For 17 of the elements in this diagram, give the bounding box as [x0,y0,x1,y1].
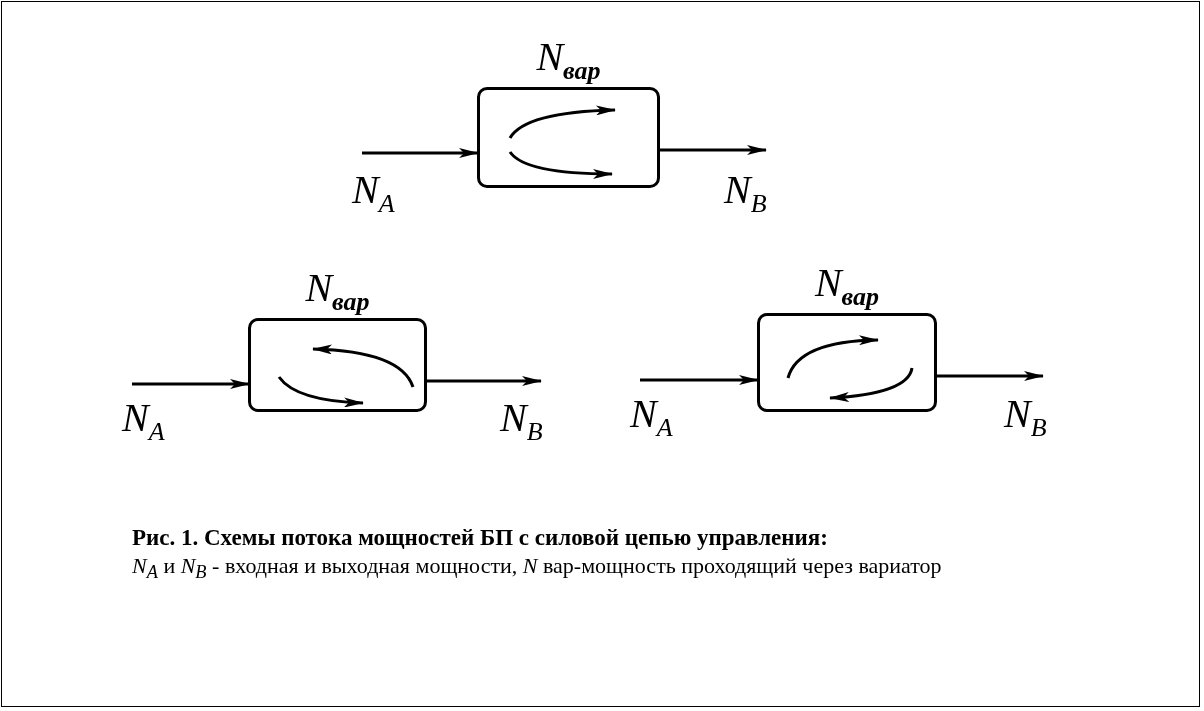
edge-label: N$_{A}$ [630,392,673,444]
arrow [362,148,479,158]
arrow [426,376,542,386]
caption-note: N$_{A}$ и N$_{B}$ - входная и выходная мощности, N вар-мощность проходящий через вариатор [132,552,943,585]
arrow [659,145,767,155]
edge-label: N$_{A}$ [352,168,395,220]
edge-label: N$_{B}$ [1004,392,1047,444]
arrow [936,371,1044,381]
edge-label: N$_{B}$ [724,168,767,220]
power-label: N$_{вар}$ [304,264,371,313]
arrow [132,379,250,389]
power-label: N$_{вар}$ [535,33,602,82]
power-label: N$_{вар}$ [813,259,881,308]
edge-label: N$_{B}$ [500,396,543,448]
arrow [640,375,759,385]
edge-label: N$_{A}$ [122,396,165,448]
caption: Рис. 1. Схемы потока мощностей БП с силовой цепью управления: [132,525,828,551]
